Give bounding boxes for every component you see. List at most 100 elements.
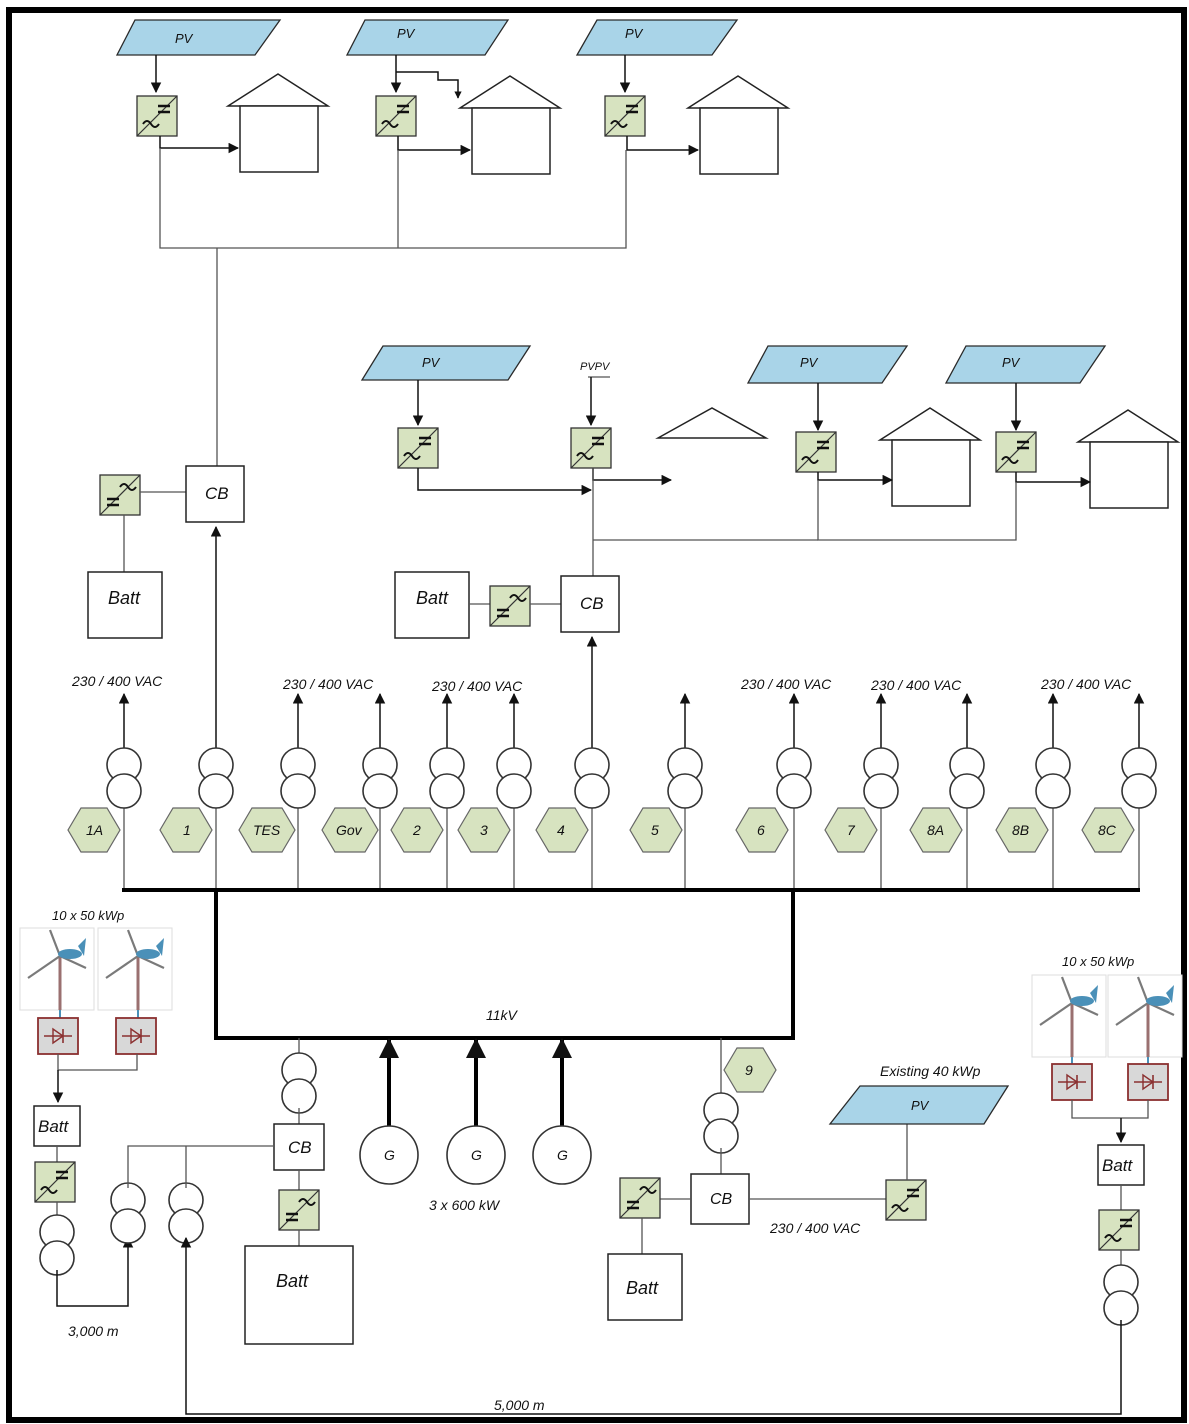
generators: G G G 3 x 600 kW: [359, 1038, 592, 1213]
feeder-tag: [629, 807, 683, 853]
rectifier: [1127, 1063, 1169, 1101]
svg-text:9: 9: [745, 1062, 753, 1078]
svg-text:Batt: Batt: [416, 588, 449, 608]
feeder-tag: [457, 807, 511, 853]
svg-text:230 / 400 VAC: 230 / 400 VAC: [740, 676, 832, 692]
battery-inverter: [98, 473, 142, 517]
feeder-tag: [238, 807, 296, 853]
bus-loop: [214, 888, 795, 1040]
left-wind-system: 10 x 50 kWp Batt 3,000 m: [18, 908, 273, 1339]
wind-turbine: [96, 926, 174, 1012]
transformer: [429, 747, 465, 809]
svg-text:PV: PV: [175, 31, 194, 46]
generator: [446, 1125, 506, 1185]
svg-text:Batt: Batt: [108, 588, 141, 608]
inverter: [794, 430, 838, 474]
left-storage: CB Batt: [87, 465, 245, 775]
mv-bus: 11kV: [122, 888, 1140, 1040]
feeder-tag: [995, 807, 1049, 853]
svg-text:8B: 8B: [1012, 822, 1029, 838]
pv-panel: [115, 19, 282, 56]
svg-text:Batt: Batt: [626, 1278, 659, 1298]
inverter: [135, 94, 179, 138]
pv-panel: [746, 345, 909, 384]
svg-text:230 / 400 VAC: 230 / 400 VAC: [769, 1220, 861, 1236]
house: [1077, 409, 1179, 509]
inverter: [603, 94, 647, 138]
right-wind-system: 10 x 50 kWp Batt 5,000 m: [180, 954, 1184, 1415]
battery: [607, 1253, 683, 1321]
svg-text:7: 7: [847, 822, 856, 838]
house-roof: [655, 407, 769, 439]
inverter: [569, 426, 613, 470]
svg-text:Batt: Batt: [1102, 1156, 1134, 1175]
svg-text:PV: PV: [911, 1098, 930, 1113]
inverter: [1097, 1208, 1141, 1252]
inverter: [33, 1160, 77, 1204]
feeder-tag: [723, 1047, 777, 1093]
feeder-tag: [321, 807, 379, 853]
central-storage: CB Batt: [244, 1038, 354, 1345]
battery: [33, 1105, 81, 1147]
transformer: [949, 747, 985, 809]
transformer: [496, 747, 532, 809]
circuit-breaker: [560, 575, 620, 633]
inverter: [396, 426, 440, 470]
pv-panel: [828, 1085, 1010, 1125]
svg-text:2: 2: [412, 822, 421, 838]
battery: [1097, 1144, 1145, 1186]
svg-text:230 / 400 VAC: 230 / 400 VAC: [1040, 676, 1132, 692]
svg-text:PV: PV: [1002, 355, 1021, 370]
svg-text:10 x 50 kWp: 10 x 50 kWp: [1062, 954, 1134, 969]
feeder-tag: [909, 807, 963, 853]
battery-inverter: [277, 1188, 321, 1232]
rectifier: [1051, 1063, 1093, 1101]
svg-text:4: 4: [557, 822, 565, 838]
feeder-tag: [535, 807, 589, 853]
battery-inverter: [618, 1176, 662, 1220]
feeder-tag: [390, 807, 444, 853]
svg-text:PV: PV: [625, 26, 644, 41]
svg-text:PV: PV: [422, 355, 441, 370]
feeder-tag: [735, 807, 789, 853]
wind-turbine: [1030, 973, 1108, 1059]
feeder-tag: [67, 807, 121, 853]
svg-text:G: G: [557, 1147, 568, 1163]
feeder-tag: [1081, 807, 1135, 853]
svg-text:PV: PV: [800, 355, 819, 370]
transformer: [110, 1182, 146, 1244]
transformer: [280, 747, 316, 809]
svg-text:TES: TES: [253, 822, 281, 838]
svg-text:CB: CB: [288, 1138, 312, 1157]
wind-turbine: [18, 926, 96, 1012]
svg-text:1A: 1A: [86, 822, 103, 838]
house: [879, 407, 981, 507]
battery: [87, 571, 163, 639]
svg-text:5,000 m: 5,000 m: [494, 1397, 545, 1413]
battery-inverter: [488, 584, 532, 628]
battery: [244, 1245, 354, 1345]
pv-panel: [360, 345, 532, 381]
svg-text:Batt: Batt: [276, 1271, 309, 1291]
svg-text:Existing 40 kWp: Existing 40 kWp: [880, 1063, 981, 1079]
feeder-tag: [824, 807, 878, 853]
rectifier: [37, 1017, 79, 1055]
transformer: [574, 747, 610, 809]
svg-text:Batt: Batt: [38, 1117, 70, 1136]
svg-text:Gov: Gov: [336, 822, 363, 838]
svg-text:230 / 400 VAC: 230 / 400 VAC: [870, 677, 962, 693]
svg-text:10 x 50 kWp: 10 x 50 kWp: [52, 908, 124, 923]
middle-pv-cluster: PV PVPV PV PV Batt CB: [360, 345, 1179, 755]
house: [227, 73, 329, 173]
transformer: [362, 747, 398, 809]
svg-text:3,000 m: 3,000 m: [68, 1323, 119, 1339]
house: [459, 75, 561, 175]
inverter: [994, 430, 1038, 474]
inverter: [374, 94, 418, 138]
right-storage: 9 CB Batt 230 / 400 VAC PV Existing 40 k…: [607, 1038, 1010, 1321]
transformer: [667, 747, 703, 809]
transformer: [703, 1092, 739, 1154]
transformer: [776, 747, 812, 809]
house: [687, 75, 789, 175]
